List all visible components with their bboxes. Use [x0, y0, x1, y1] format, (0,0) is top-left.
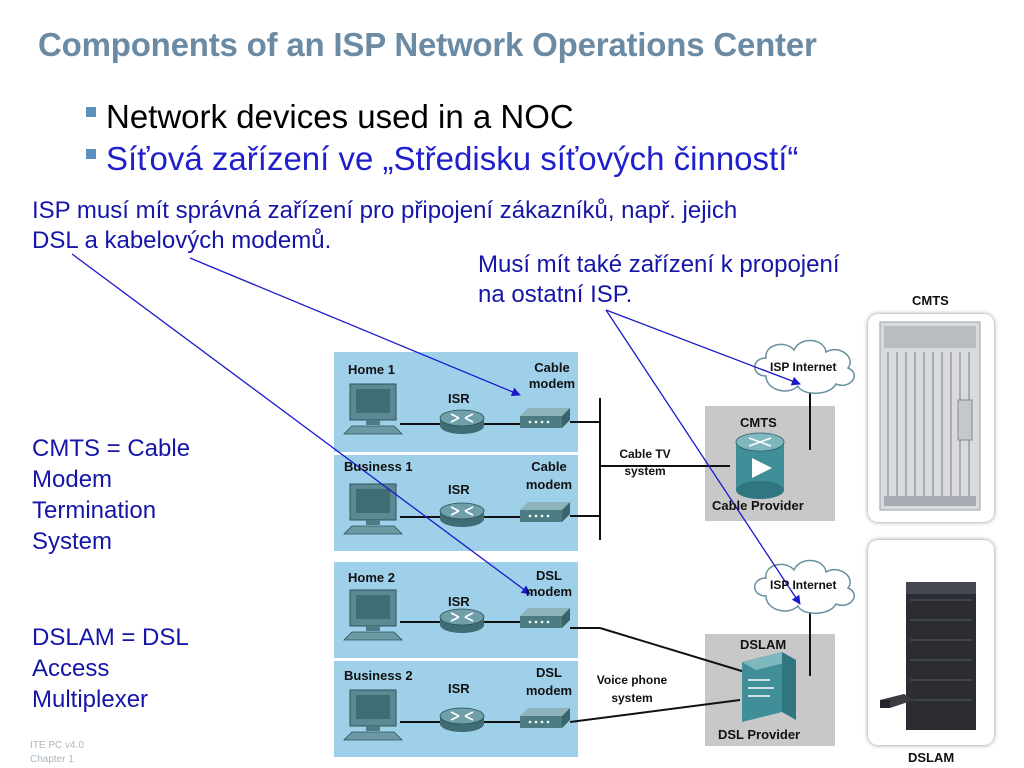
- modem-word: modem: [525, 683, 573, 698]
- note-interconnect: Musí mít také zařízení k propojení na os…: [478, 250, 938, 310]
- modem-word: modem: [525, 584, 573, 599]
- dslam-equipment-photo: [880, 582, 976, 730]
- bullet-2-text: Síťová zařízení ve „Středisku síťových č…: [106, 140, 799, 177]
- modem-word: modem: [525, 477, 573, 492]
- cable-modem-icon: [520, 408, 570, 428]
- definition-line: CMTS = Cable: [32, 435, 191, 462]
- cmts-device-icon: [735, 432, 785, 499]
- isp-internet-label: ISP Internet: [770, 578, 837, 592]
- cable-modem-icon: [520, 502, 570, 522]
- pc-icon: [343, 589, 403, 641]
- definition-line: DSLAM = DSL: [32, 624, 189, 651]
- slide-title: Components of an ISP Network Operations …: [38, 26, 817, 63]
- definition-line: Termination: [32, 497, 157, 524]
- router-label: ISR: [448, 594, 470, 609]
- cmts-photo-caption: CMTS: [912, 293, 949, 308]
- note-line: Musí mít také zařízení k propojení: [478, 251, 840, 278]
- definition-line: Access: [32, 655, 110, 682]
- modem-word: modem: [528, 376, 576, 391]
- footer-chapter: Chapter 1: [30, 754, 74, 765]
- cable-tv-line: system: [624, 464, 666, 478]
- router-icon: [439, 502, 485, 528]
- isp-internet-label: ISP Internet: [770, 360, 837, 374]
- dsl-provider-label: DSL Provider: [718, 727, 801, 742]
- modem-label: Cable modem: [522, 458, 576, 494]
- modem-type: DSL: [536, 665, 562, 680]
- modem-type: Cable: [531, 459, 567, 474]
- router-label: ISR: [448, 482, 470, 497]
- router-icon: [439, 707, 485, 733]
- cable-tv-label: Cable TV system: [606, 446, 684, 480]
- definition-line: Multiplexer: [32, 686, 149, 713]
- site-name: Business 2: [344, 668, 413, 683]
- router-icon: [439, 409, 485, 435]
- cable-tv-line: Cable TV: [619, 447, 671, 461]
- bullet-1: Network devices used in a NOC: [86, 98, 574, 136]
- modem-type: DSL: [536, 568, 562, 583]
- note-line: ISP musí mít správná zařízení pro připoj…: [32, 197, 738, 224]
- dslam-definition: DSLAM = DSL Access Multiplexer: [32, 622, 242, 715]
- cmts-equipment-photo: [879, 321, 981, 511]
- note-line: na ostatní ISP.: [478, 281, 633, 308]
- router-label: ISR: [448, 681, 470, 696]
- cmts-label: CMTS: [740, 415, 777, 430]
- site-name: Business 1: [344, 459, 413, 474]
- voice-phone-label: Voice phone system: [586, 671, 678, 707]
- definition-line: Modem: [32, 466, 113, 493]
- cable-provider-label: Cable Provider: [712, 498, 804, 513]
- dslam-photo-caption: DSLAM: [908, 750, 955, 765]
- bullet-2: Síťová zařízení ve „Středisku síťových č…: [86, 140, 798, 178]
- voice-phone-line: Voice phone: [596, 673, 668, 687]
- dslam-device-icon: [742, 652, 796, 722]
- note-customer-devices: ISP musí mít správná zařízení pro připoj…: [32, 196, 892, 256]
- pc-icon: [343, 383, 403, 435]
- cmts-definition: CMTS = Cable Modem Termination System: [32, 433, 242, 557]
- bullet-square-icon: [86, 107, 96, 118]
- footer-course: ITE PC v4.0: [30, 740, 84, 751]
- modem-label: DSL modem: [522, 664, 576, 700]
- router-icon: [439, 608, 485, 634]
- modem-type: Cable: [534, 360, 570, 375]
- dsl-modem-icon: [520, 708, 570, 728]
- site-name: Home 2: [348, 570, 395, 585]
- site-name: Home 1: [348, 362, 395, 377]
- definition-line: System: [32, 528, 113, 555]
- voice-phone-line: system: [611, 691, 653, 705]
- dslam-label: DSLAM: [740, 637, 787, 652]
- bullet-square-icon: [86, 149, 96, 160]
- note-line: DSL a kabelových modemů.: [32, 227, 332, 254]
- dsl-modem-icon: [520, 608, 570, 628]
- bullet-1-text: Network devices used in a NOC: [106, 98, 574, 135]
- router-label: ISR: [448, 391, 470, 406]
- pc-icon: [343, 689, 403, 741]
- pc-icon: [343, 483, 403, 535]
